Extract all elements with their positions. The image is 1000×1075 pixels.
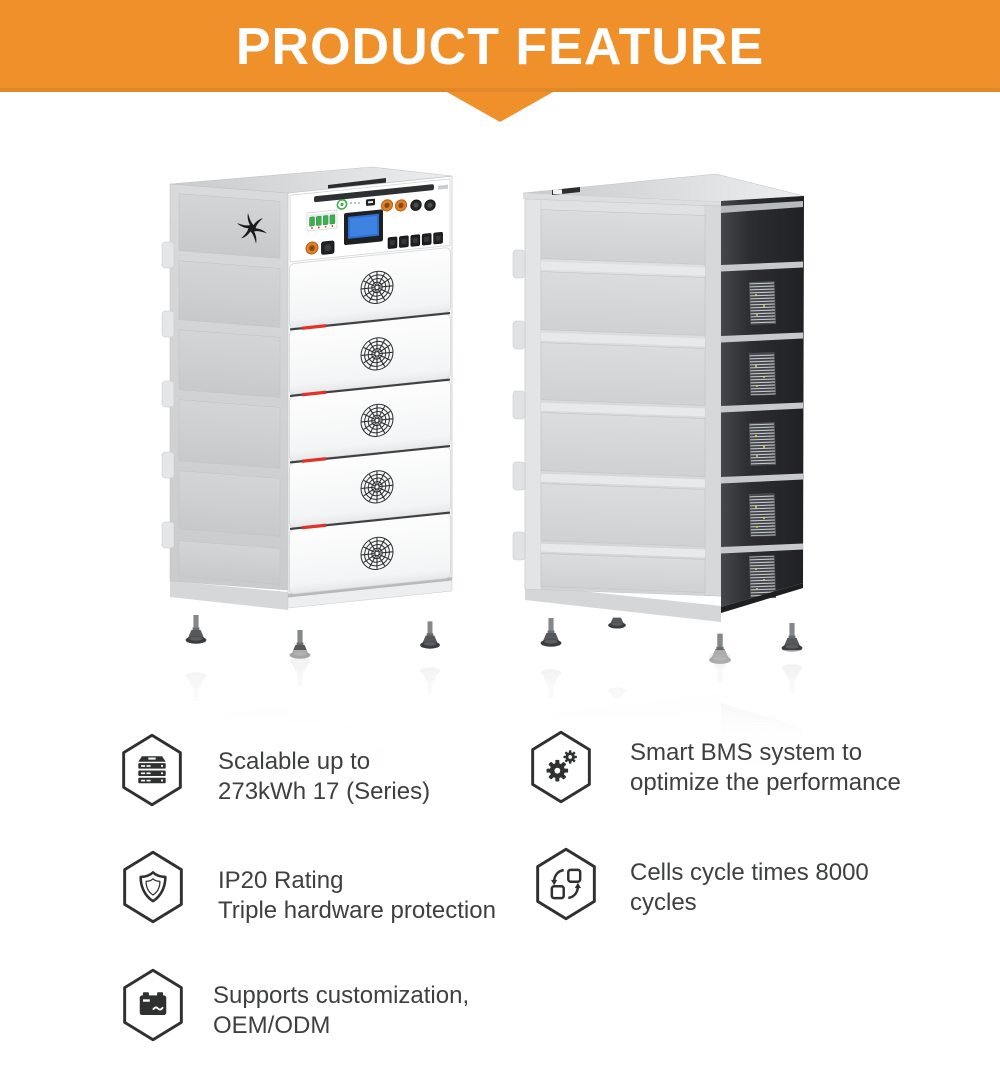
header-banner: PRODUCT FEATURE: [0, 0, 1000, 92]
feature-text-smart-bms: Smart BMS system to optimize the perform…: [630, 739, 901, 796]
brand-swirl-logo: [236, 212, 268, 244]
rear-vent-face: [721, 196, 804, 613]
battery-icon: [123, 968, 183, 1042]
power-connectors: [380, 199, 436, 212]
stack-icon: [122, 733, 182, 807]
feature-text-cycles: Cells cycle times 8000 cycles: [630, 859, 869, 916]
cycle-icon: [536, 847, 596, 921]
product-display: [0, 166, 1000, 800]
battery-cabinet-front-view: [161, 166, 453, 659]
control-module: [289, 178, 451, 263]
gears-icon: [531, 730, 591, 804]
vent-grilles: [748, 281, 777, 599]
feature-text-oem: Supports customization, OEM/ODM: [213, 982, 470, 1039]
circuit-breaker: [306, 209, 338, 232]
battery-modules: [289, 247, 451, 595]
feature-text-scalable: Scalable up to 273kWh 17 (Series): [218, 748, 431, 805]
page-title: PRODUCT FEATURE: [235, 18, 765, 76]
comm-ports: [387, 232, 443, 249]
shield-icon: [123, 850, 183, 924]
banner-arrow-pointer: [447, 92, 553, 122]
feature-text-ip20: IP20 Rating Triple hardware protection: [218, 867, 496, 924]
battery-cabinet-rear-view: [512, 173, 805, 664]
lcd-screen: [344, 209, 383, 246]
